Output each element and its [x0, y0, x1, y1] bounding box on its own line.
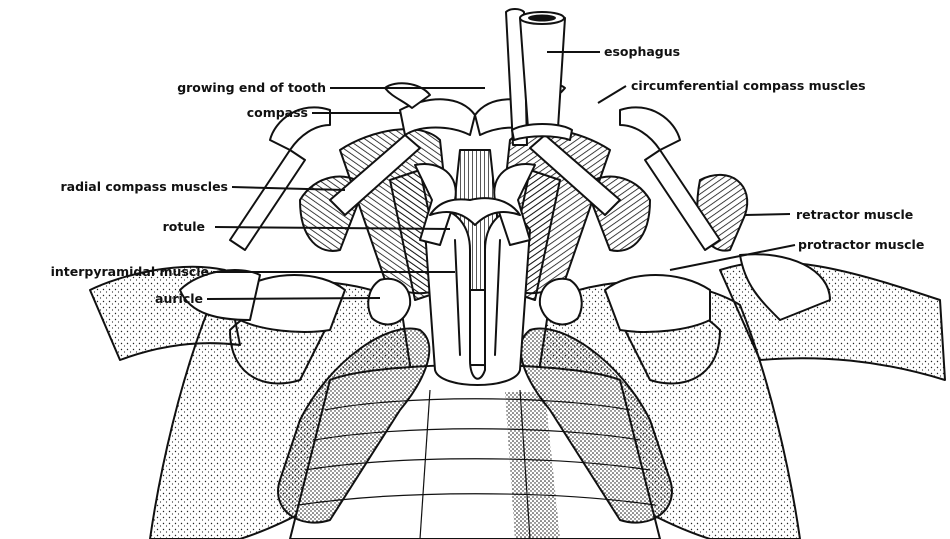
esophagus-tube — [506, 9, 572, 145]
label-retractor-muscle: retractor muscle — [796, 207, 913, 222]
label-esophagus: esophagus — [604, 44, 680, 59]
label-auricle: auricle — [155, 291, 203, 306]
label-compass: compass — [247, 105, 308, 120]
label-rotule: rotule — [163, 219, 205, 234]
leader-auricle — [207, 298, 380, 299]
label-protractor-muscle: protractor muscle — [798, 237, 924, 252]
label-interpyramidal-muscle: interpyramidal muscle — [51, 264, 209, 279]
label-growing-end-of-tooth: growing end of tooth — [177, 80, 326, 95]
label-circumferential-compass-muscles: circumferential compass muscles — [631, 78, 866, 93]
leader-circumferential-compass-muscles — [598, 86, 626, 103]
leader-retractor-muscle — [745, 214, 790, 215]
label-radial-compass-muscles: radial compass muscles — [60, 179, 228, 194]
